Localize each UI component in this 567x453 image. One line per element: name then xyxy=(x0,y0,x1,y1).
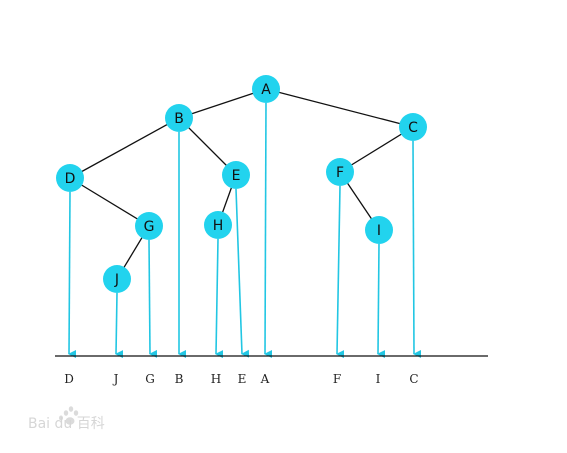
watermark-logo: Bai du 百科 xyxy=(28,406,105,432)
node-circle-j xyxy=(103,265,131,293)
node-label-h: H xyxy=(213,218,224,234)
projection-arrow-h xyxy=(215,238,224,359)
node-circle-b xyxy=(165,104,193,132)
projection-arrow-c xyxy=(412,140,422,358)
node-label-f: F xyxy=(336,165,344,181)
node-label-b: B xyxy=(174,111,184,127)
projection-arrow-a xyxy=(264,102,273,359)
projection-arrows xyxy=(68,102,422,359)
projection-label-f: F xyxy=(333,372,341,386)
projection-label-i: I xyxy=(376,372,381,386)
projection-label-c: C xyxy=(409,372,418,386)
node-c: C xyxy=(399,113,427,141)
edge-c-f xyxy=(339,126,414,173)
projection-label-e: E xyxy=(238,372,247,386)
node-f: F xyxy=(326,158,354,186)
node-label-d: D xyxy=(65,171,76,187)
projection-label-g: G xyxy=(145,372,155,386)
node-circle-a xyxy=(252,75,280,103)
node-circle-g xyxy=(135,212,163,240)
edge-a-b xyxy=(178,88,267,119)
projection-arrow-f xyxy=(336,185,345,359)
node-e: E xyxy=(222,161,250,189)
projection-label-a: A xyxy=(260,372,270,386)
node-circle-h xyxy=(204,211,232,239)
node-label-i: I xyxy=(377,223,381,239)
projection-arrow-j xyxy=(115,292,124,359)
edge-a-c xyxy=(265,88,414,128)
watermark-text: Bai du 百科 xyxy=(28,416,105,432)
node-circle-c xyxy=(399,113,427,141)
edge-d-g xyxy=(69,177,150,227)
node-label-j: J xyxy=(114,272,119,288)
projection-label-b: B xyxy=(175,372,184,386)
projection-arrow-e xyxy=(235,188,250,358)
edge-b-d xyxy=(69,117,180,179)
node-circle-e xyxy=(222,161,250,189)
node-label-c: C xyxy=(408,120,418,136)
node-g: G xyxy=(135,212,163,240)
node-circle-f xyxy=(326,158,354,186)
node-j: J xyxy=(103,265,131,293)
node-label-a: A xyxy=(261,82,271,98)
paw-icon xyxy=(59,406,79,425)
projection-label-h: H xyxy=(211,372,221,386)
projection-arrow-g xyxy=(148,239,158,358)
node-h: H xyxy=(204,211,232,239)
node-d: D xyxy=(56,164,84,192)
node-circle-i xyxy=(365,216,393,244)
node-i: I xyxy=(365,216,393,244)
node-label-e: E xyxy=(232,168,241,184)
node-a: A xyxy=(252,75,280,103)
node-circle-d xyxy=(56,164,84,192)
projection-arrow-d xyxy=(68,191,77,359)
node-label-g: G xyxy=(144,219,155,235)
node-b: B xyxy=(165,104,193,132)
projection-label-d: D xyxy=(64,372,74,386)
projection-label-j: J xyxy=(112,372,119,386)
tree-nodes: A B C D E F G H I J xyxy=(56,75,427,293)
projection-arrow-i xyxy=(377,243,386,359)
